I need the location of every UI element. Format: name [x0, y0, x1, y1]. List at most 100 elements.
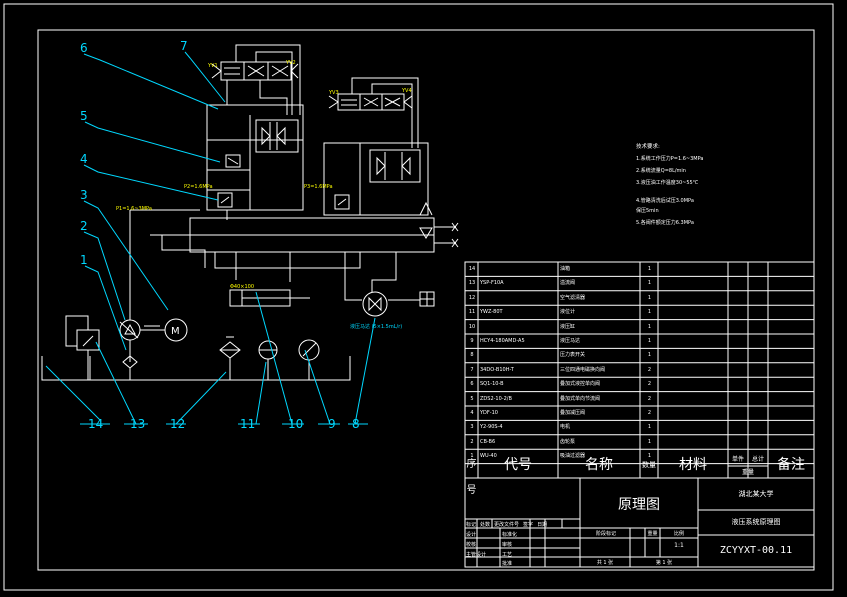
- revision-row: 标记 处数 更改文件号 签字 日期: [466, 521, 547, 528]
- callout-12: 12: [170, 417, 185, 431]
- rev-sign: 签字: [523, 522, 534, 528]
- scale-label: 比例: [673, 531, 684, 537]
- bom-cell-qty: 1: [647, 266, 652, 272]
- pipe-network: [129, 209, 435, 320]
- drawing-number: ZCYYXT-00.11: [719, 545, 793, 556]
- design-label: 设计: [466, 532, 477, 538]
- bom-cell-name: 油箱: [560, 266, 571, 272]
- rev-mark: 标记: [466, 522, 477, 528]
- approve-label: 批准: [502, 561, 513, 567]
- bom-cell-name: 叠加式液控单向阀: [560, 381, 601, 388]
- motor-m-letter: M: [171, 326, 180, 337]
- label-yv2: YV2: [285, 60, 296, 66]
- bom-cell-qty: 1: [647, 453, 652, 460]
- bom-cell-code: WU-40: [480, 453, 497, 460]
- bom-cell-name: 吸油过滤器: [560, 453, 586, 460]
- bom-cell-code: 34DO-B10H-T: [480, 366, 514, 373]
- tech-line-6: 5.各阀件额定压力6.3MPa: [636, 219, 694, 226]
- subject-name: 液压系统原理图: [731, 518, 781, 526]
- bom-cell-qty: 1: [647, 309, 652, 316]
- bom-cell-name: 电机: [560, 424, 571, 431]
- callout-4: 4: [80, 152, 88, 166]
- valve-stack-left: [206, 44, 304, 220]
- review-label: 审核: [502, 542, 513, 548]
- label-motor-note: 液压马达 (5×1.5mL/r): [350, 323, 402, 330]
- callout-3: 3: [80, 188, 88, 202]
- bom-header-no: 序号: [466, 459, 477, 496]
- callout-2: 2: [80, 219, 88, 233]
- bom-header-name: 名称: [585, 457, 613, 473]
- callout-9: 9: [328, 417, 336, 431]
- bom-cell-name: 空气滤清器: [560, 294, 586, 301]
- label-yv1: YV1: [207, 63, 218, 69]
- bom-cell-no: 9: [470, 338, 474, 344]
- callout-5: 5: [80, 109, 88, 123]
- bom-cell-no: 2: [470, 438, 474, 445]
- scale-value: 1:1: [674, 542, 684, 549]
- bom-cell-no: 13: [468, 280, 476, 287]
- bom-cell-name: 液压马达: [560, 338, 581, 344]
- label-cylinder: Φ40×100: [230, 284, 254, 290]
- bom-header-weight: 重量: [741, 469, 754, 476]
- outer-border: [3, 3, 834, 591]
- bom-cell-qty: 2: [647, 395, 652, 402]
- bom-cell-no: 6: [470, 381, 474, 388]
- title-block: [464, 477, 815, 568]
- school-name: 湖北某大学: [738, 490, 774, 498]
- bom-header-code: 代号: [504, 457, 532, 473]
- tech-line-2: 2.系统流量Q=8L/min: [636, 167, 686, 174]
- tech-line-4: 4.管路清洗后试压3.0MPa: [636, 197, 694, 204]
- callout-10: 10: [288, 417, 303, 431]
- valve-stack-right: [323, 77, 433, 216]
- bom-cell-name: 溢流阀: [560, 280, 576, 287]
- callout-leaders: [45, 51, 376, 425]
- process-label: 工艺: [502, 552, 513, 558]
- bom-cell-qty: 1: [647, 438, 652, 445]
- bom-cell-name: 压力表开关: [560, 352, 586, 359]
- sheet-total: 共 1 张: [596, 560, 614, 566]
- bom-cell-no: 3: [470, 424, 474, 431]
- drawing-name: 原理图: [618, 497, 660, 513]
- accessory-row: [219, 336, 320, 380]
- callout-1: 1: [80, 253, 88, 267]
- rev-date: 日期: [537, 522, 548, 528]
- label-p2: P2=1.6MPa: [184, 184, 213, 190]
- bom-cell-code: YDF-10: [480, 410, 498, 416]
- callout-11: 11: [240, 417, 255, 431]
- bom-cell-code: ZDS2-10-2/B: [480, 395, 512, 402]
- chief-label: 主管设计: [466, 552, 487, 558]
- pump-motor-group: M: [65, 315, 188, 380]
- bom-cell-no: 1: [470, 453, 474, 460]
- bom-header-mat: 材料: [679, 457, 707, 473]
- tech-line-3: 3.液压油工作温度30~55℃: [636, 179, 699, 186]
- tech-title: 技术要求:: [636, 142, 660, 150]
- bom-cell-code: SQ1-10-B: [480, 381, 504, 388]
- bom-cell-qty: 1: [647, 323, 652, 330]
- bom-cell-no: 10: [468, 323, 476, 330]
- callout-8: 8: [352, 417, 360, 431]
- bom-header-w1: 单件: [731, 456, 744, 463]
- bom-cell-name: 液位计: [560, 309, 576, 316]
- label-yv4: YV4: [401, 88, 412, 94]
- weight-label: 重量: [647, 531, 658, 537]
- stage-labels: 阶段标记: [582, 530, 630, 537]
- bom-cell-no: 11: [468, 309, 476, 316]
- bom-cell-qty: 1: [647, 294, 652, 301]
- bom-cell-qty: 1: [647, 424, 652, 431]
- bom-cell-name: 叠加式单向节流阀: [560, 395, 601, 402]
- bom-cell-no: 14: [468, 266, 476, 272]
- rev-count: 处数: [480, 522, 491, 528]
- standardization-label: 标准化: [502, 532, 518, 538]
- bom-cell-qty: 1: [647, 338, 652, 344]
- label-yv3: YV3: [328, 90, 339, 96]
- manifold-block: [189, 217, 459, 253]
- bom-cell-no: 8: [470, 352, 474, 359]
- tank-outline: [41, 356, 351, 381]
- bom-cell-code: YSP-F10A: [480, 280, 504, 287]
- bom-header-remark: 备注: [777, 457, 805, 473]
- bom-cell-no: 5: [470, 395, 474, 402]
- bom-cell-name: 齿轮泵: [560, 438, 576, 445]
- check-label: 校核: [466, 542, 477, 548]
- bom-cell-code: CB-B6: [480, 438, 496, 445]
- bom-cell-code: Y2-90S-4: [480, 424, 503, 431]
